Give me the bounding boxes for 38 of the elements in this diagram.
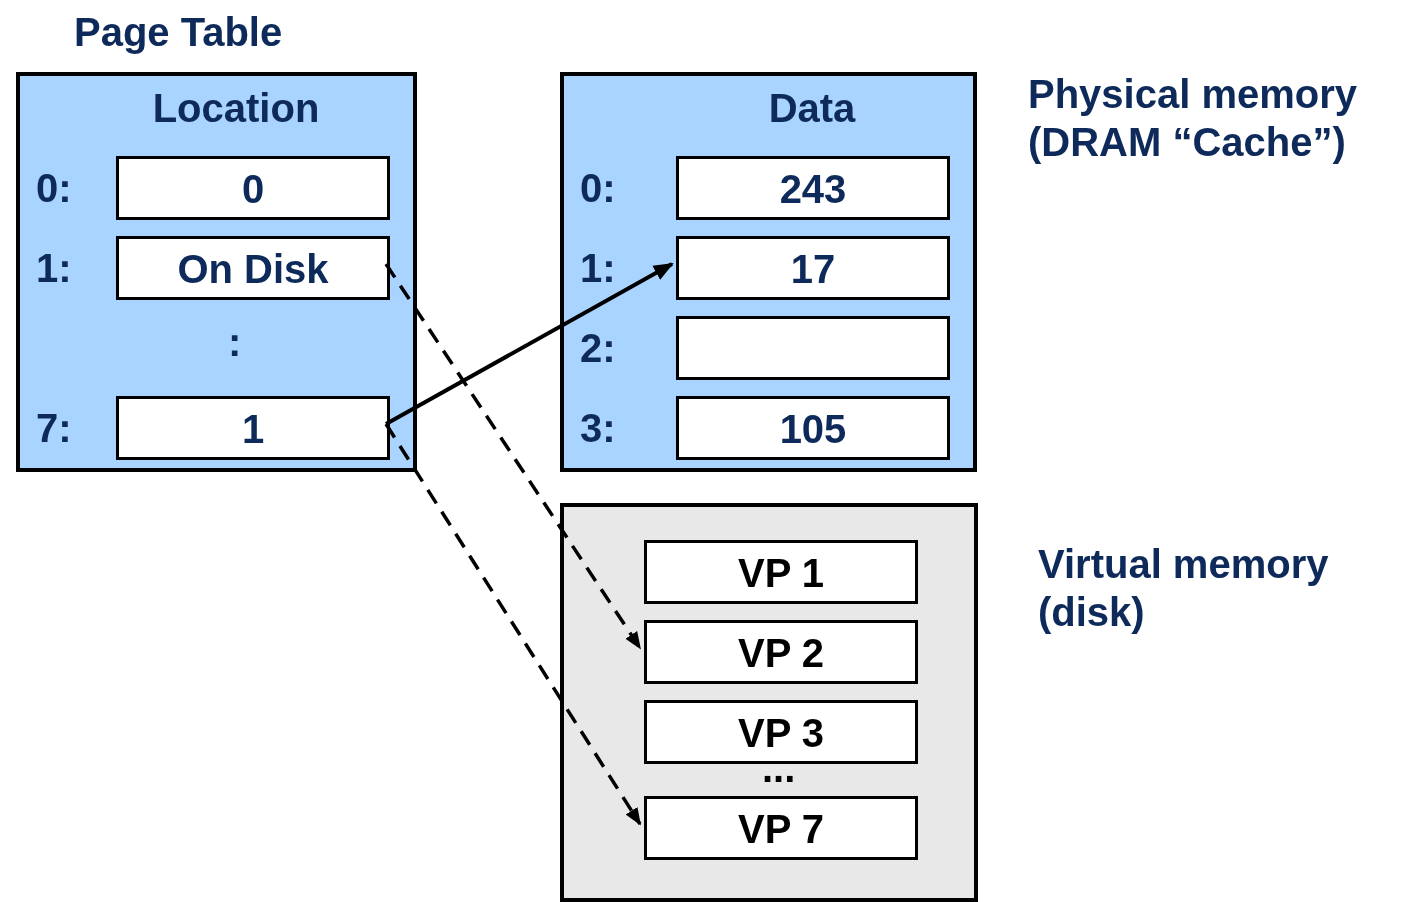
virtual-memory-panel [560, 503, 978, 902]
row-index: 0: [36, 168, 72, 208]
cell-value: VP 1 [737, 553, 825, 593]
cell-value: On Disk [176, 249, 330, 289]
memory-caption: Virtual memory (disk) [1038, 541, 1330, 636]
physical-memory-panel [560, 72, 977, 472]
panel-title: Page Table [74, 12, 283, 52]
virtual-page [644, 540, 918, 604]
row-index: 7: [36, 408, 72, 448]
row-index: 1: [580, 248, 616, 288]
memory-slot [676, 156, 950, 220]
memory-slot [676, 236, 950, 300]
row-index: 1: [36, 248, 72, 288]
row-index: 2: [580, 328, 616, 368]
table-entry [116, 156, 390, 220]
virtual-page [644, 796, 918, 860]
cell-value: 243 [778, 169, 848, 209]
memory-caption: Physical memory (DRAM “Cache”) [1028, 71, 1359, 166]
virtual-page [644, 700, 918, 764]
arrow [384, 423, 642, 826]
memory-slot [676, 396, 950, 460]
cell-value: 105 [778, 409, 848, 449]
cell-value: 0 [240, 169, 266, 209]
memory-slot [676, 316, 950, 380]
cell-value: VP 7 [737, 809, 825, 849]
arrow [384, 263, 642, 650]
cell-value: 17 [789, 249, 837, 289]
table-entry [116, 396, 390, 460]
column-header: Location [152, 88, 320, 128]
cell-value: VP 2 [737, 633, 825, 673]
column-header: Data [768, 88, 856, 128]
ellipsis: : [228, 322, 242, 362]
virtual-page [644, 620, 918, 684]
cell-value: 1 [240, 409, 266, 449]
arrow [385, 262, 674, 426]
row-index: 3: [580, 408, 616, 448]
row-index: 0: [580, 168, 616, 208]
table-entry [116, 236, 390, 300]
